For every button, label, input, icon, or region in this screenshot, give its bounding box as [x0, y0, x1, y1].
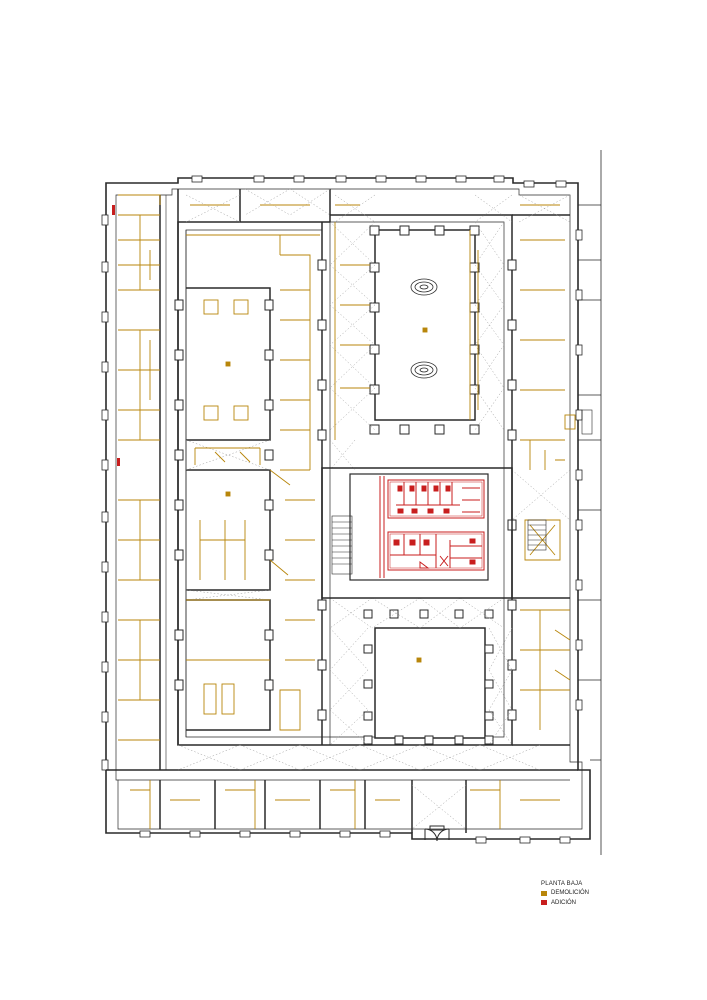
legend-item-demolition: DEMOLICIÓN	[541, 889, 589, 897]
addition-elements	[379, 476, 485, 578]
courtyard-fountains	[410, 278, 438, 379]
demolition-elements	[112, 194, 576, 829]
vault-hatching	[177, 188, 571, 830]
window-recesses	[101, 175, 583, 844]
north-courtyard	[374, 229, 476, 421]
staircase	[331, 515, 547, 575]
addition-swatch	[541, 900, 547, 906]
demolition-swatch	[541, 891, 547, 897]
legend-item-label: ADICIÓN	[551, 899, 577, 906]
legend-item-addition: ADICIÓN	[541, 899, 589, 907]
south-courtyard	[374, 627, 486, 739]
legend-item-label: DEMOLICIÓN	[551, 890, 590, 897]
inner-walls	[106, 189, 578, 833]
adjacent-building-walls	[578, 204, 601, 761]
central-core	[321, 467, 513, 599]
legend: PLANTA BAJA DEMOLICIÓN ADICIÓN	[541, 880, 589, 907]
legend-title: PLANTA BAJA	[541, 881, 583, 887]
main-entrance	[424, 825, 450, 842]
courtyard-columns	[174, 225, 517, 745]
